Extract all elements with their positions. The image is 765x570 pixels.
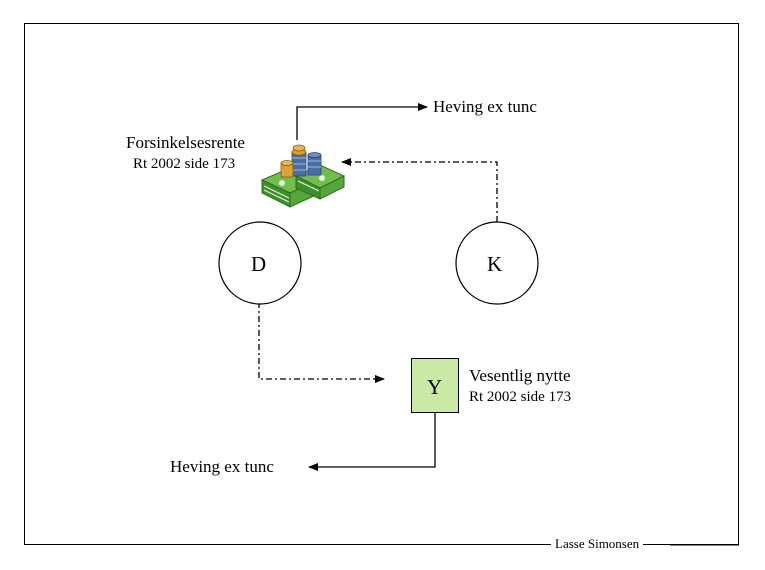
vesentlig-nytte-ref: Rt 2002 side 173 xyxy=(469,389,572,405)
arrow-y-to-bottom-heving xyxy=(308,413,436,471)
bottom-heving-label: Heving ex tunc xyxy=(170,457,274,476)
arrow-k-to-money xyxy=(341,158,498,222)
node-d-circle xyxy=(218,221,302,305)
vesentlig-nytte-label: Vesentlig nytte xyxy=(469,366,571,385)
diagram-frame xyxy=(24,23,739,545)
node-y-box xyxy=(411,358,459,413)
author-signature: Lasse Simonsen xyxy=(551,536,644,552)
node-d-label: D xyxy=(251,252,267,276)
forsinkelsesrente-label: Forsinkelsesrente xyxy=(126,133,245,152)
arrow-to-top-heving xyxy=(296,103,428,140)
node-y-label: Y xyxy=(427,375,443,399)
arrow-d-to-y xyxy=(258,302,385,383)
node-k-circle xyxy=(455,221,539,305)
money-stack-icon xyxy=(260,144,346,208)
node-k-label: K xyxy=(487,252,503,276)
forsinkelsesrente-ref: Rt 2002 side 173 xyxy=(133,156,236,172)
top-heving-label: Heving ex tunc xyxy=(433,97,537,116)
